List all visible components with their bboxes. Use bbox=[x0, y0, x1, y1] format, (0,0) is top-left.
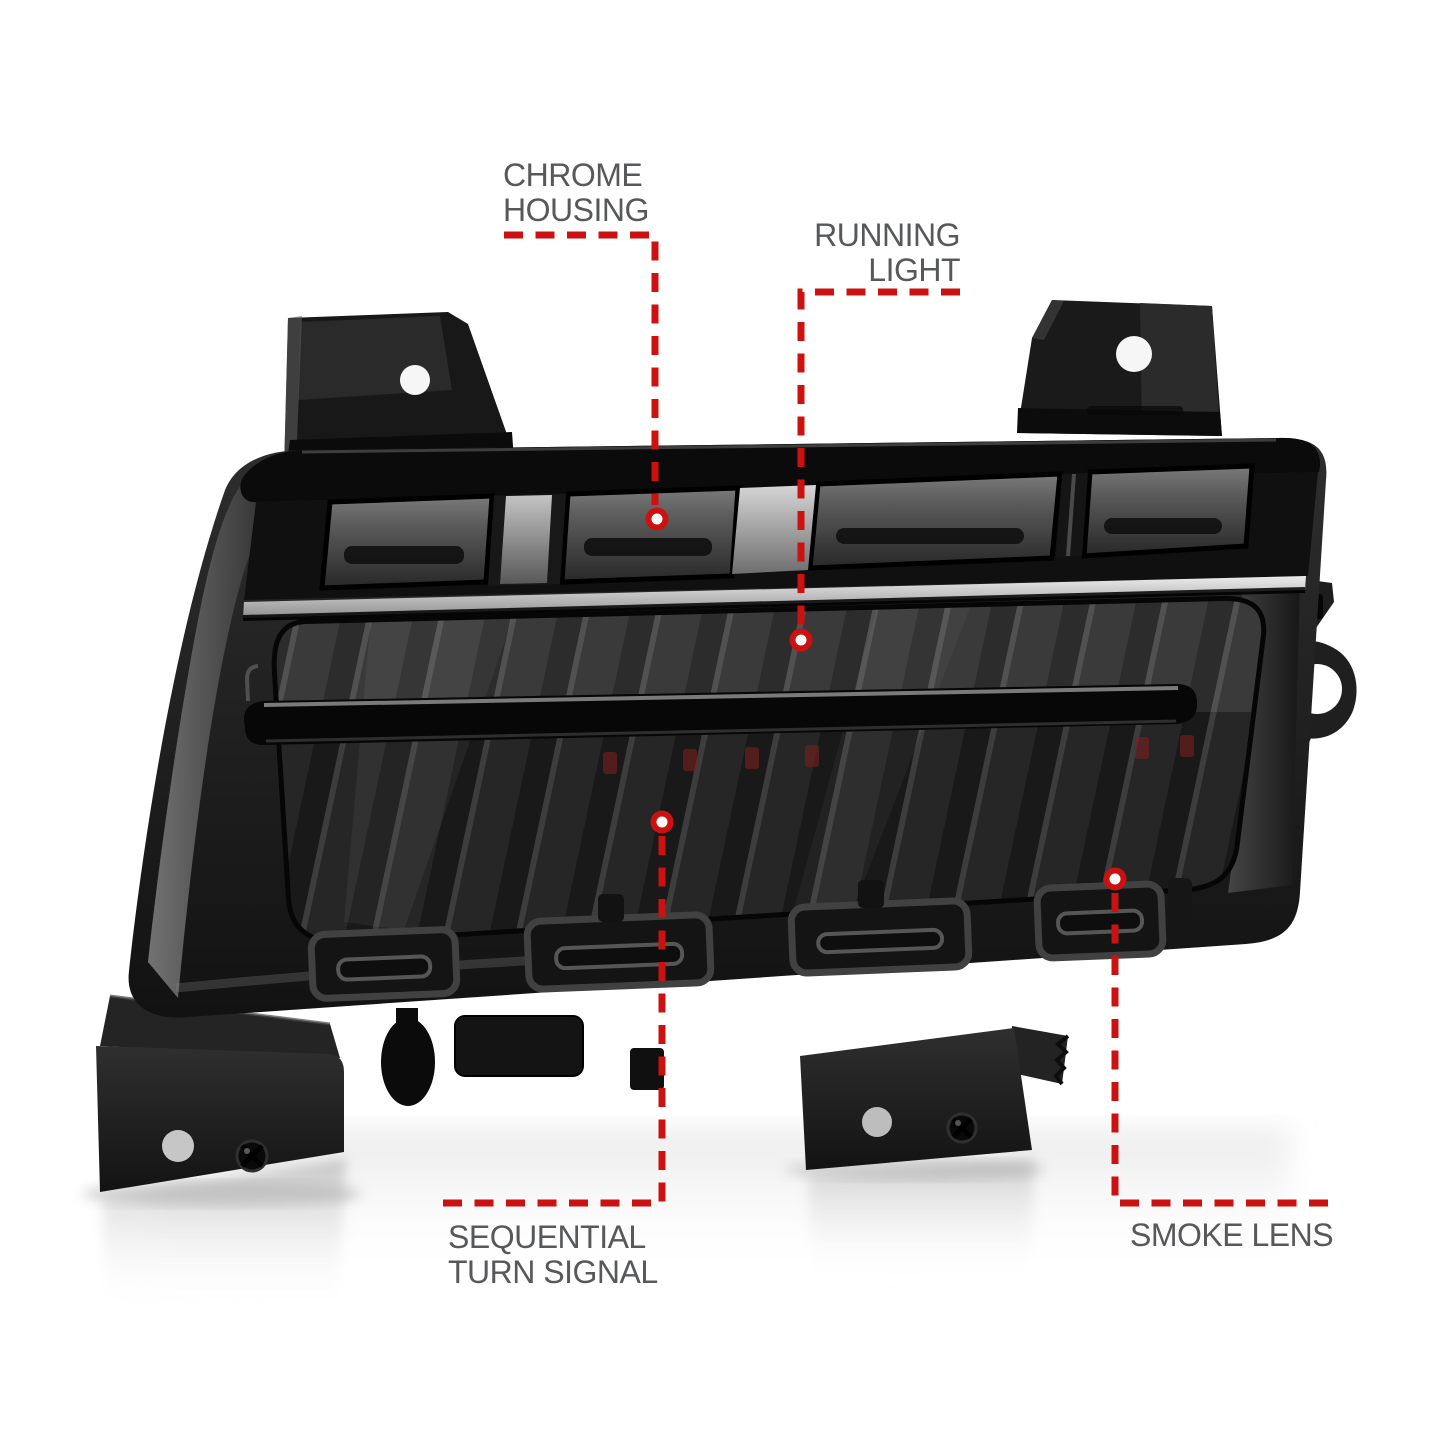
slat-window-4 bbox=[1081, 463, 1255, 559]
callout-label-running-light: RUNNING LIGHT bbox=[660, 218, 960, 288]
left-rim bbox=[148, 470, 296, 998]
callout-label-chrome-housing: CHROME HOUSING bbox=[503, 158, 649, 228]
chrome-housing-band bbox=[242, 463, 1318, 621]
slat-window-3 bbox=[807, 471, 1063, 571]
led-hints bbox=[603, 735, 1194, 774]
callout-label-sequential-turn-signal: SEQUENTIAL TURN SIGNAL bbox=[448, 1220, 658, 1290]
mounting-tab-1 bbox=[307, 926, 461, 1002]
bracket-hole bbox=[400, 365, 430, 395]
smoke-lens bbox=[244, 595, 1267, 945]
callout-line-running-light bbox=[797, 288, 960, 626]
mounting-bracket-top-right bbox=[1017, 300, 1222, 436]
bracket-hole bbox=[862, 1107, 892, 1137]
callout-line-chrome-housing bbox=[504, 231, 659, 505]
callout-label-line: LIGHT bbox=[868, 252, 960, 288]
callout-anchors bbox=[645, 507, 1127, 891]
callout-label-line: HOUSING bbox=[503, 192, 649, 228]
bracket-bolt bbox=[235, 1139, 269, 1173]
mounting-bracket-top-left bbox=[284, 312, 516, 470]
callout-label-line: SMOKE LENS bbox=[1130, 1217, 1334, 1253]
callout-line-smoke-lens bbox=[1111, 893, 1330, 1207]
slat-window-2 bbox=[559, 485, 741, 585]
callout-label-line: RUNNING bbox=[814, 217, 960, 253]
bracket-bolt bbox=[946, 1112, 978, 1144]
callout-anchor-running-light bbox=[789, 628, 813, 652]
top-rim bbox=[240, 437, 1321, 503]
callout-line-sequential-turn-signal bbox=[438, 836, 666, 1207]
callout-label-line: TURN SIGNAL bbox=[448, 1254, 658, 1290]
bottom-tabs bbox=[307, 878, 1192, 1002]
callout-label-smoke-lens: SMOKE LENS bbox=[1130, 1217, 1334, 1253]
mounting-tab-2 bbox=[523, 911, 715, 993]
callout-label-line: CHROME bbox=[503, 157, 643, 193]
center-trim-bar bbox=[244, 664, 1197, 746]
callout-anchor-chrome-housing bbox=[645, 507, 669, 531]
mounting-tab-3 bbox=[787, 897, 973, 977]
slat-divider-chrome bbox=[732, 485, 816, 574]
callout-anchor-smoke-lens bbox=[1103, 867, 1127, 891]
slat-window-1 bbox=[319, 493, 495, 591]
callout-label-line: SEQUENTIAL bbox=[448, 1219, 646, 1255]
lower-hardware bbox=[381, 1008, 664, 1106]
mounting-tab-4 bbox=[1033, 880, 1167, 962]
bracket-hole bbox=[1116, 336, 1152, 372]
lower-bracket-right bbox=[800, 1026, 1070, 1170]
callout-lines bbox=[438, 231, 1330, 1207]
bracket-hole bbox=[162, 1130, 194, 1162]
chrome-lip bbox=[243, 576, 1306, 618]
callout-anchor-sequential-turn-signal bbox=[650, 810, 674, 834]
